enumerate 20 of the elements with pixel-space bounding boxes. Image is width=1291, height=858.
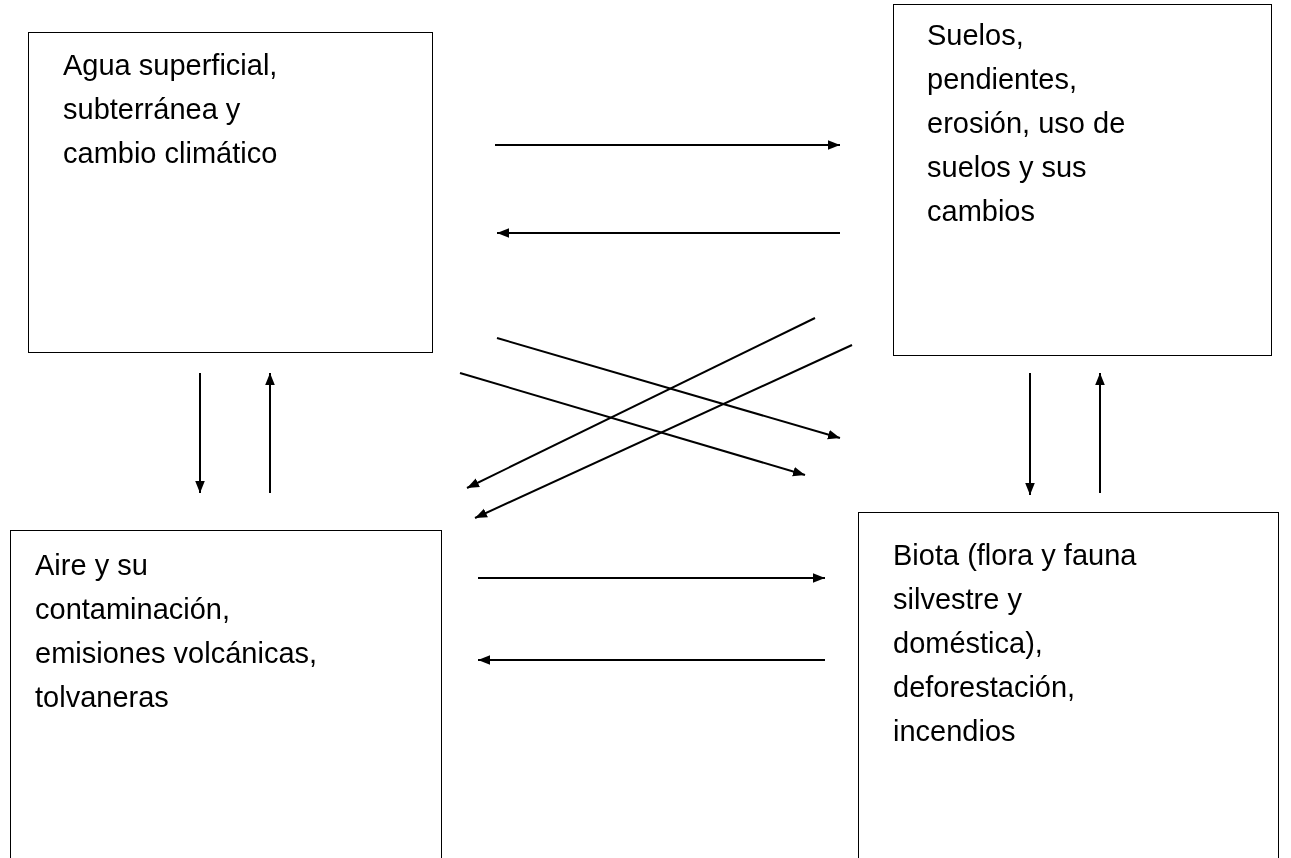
text-box: [10, 530, 442, 858]
text-box: [893, 4, 1272, 356]
box-text: Agua superficial, subterránea y cambio climático: [63, 48, 279, 171]
box-text: Aire y su contaminación, emisiones volcánicas, tolvaneras: [35, 548, 319, 715]
arrow: [1095, 372, 1105, 494]
text-box: [858, 512, 1279, 858]
arrow: [494, 140, 841, 150]
arrow: [265, 372, 275, 494]
box-text: Biota (flora y fauna silvestre y doméstica), deforestación, incendios: [893, 538, 1138, 749]
box-text: Suelos, pendientes, erosión, uso de suelos y sus cambios: [927, 18, 1127, 229]
arrow: [496, 337, 841, 440]
arrow: [474, 344, 853, 519]
arrow: [459, 372, 806, 477]
arrow: [195, 372, 205, 494]
arrow: [477, 655, 826, 665]
arrow: [477, 573, 826, 583]
arrow: [496, 228, 841, 238]
arrow: [466, 317, 816, 489]
arrow: [1025, 372, 1035, 496]
text-box: [28, 32, 433, 353]
